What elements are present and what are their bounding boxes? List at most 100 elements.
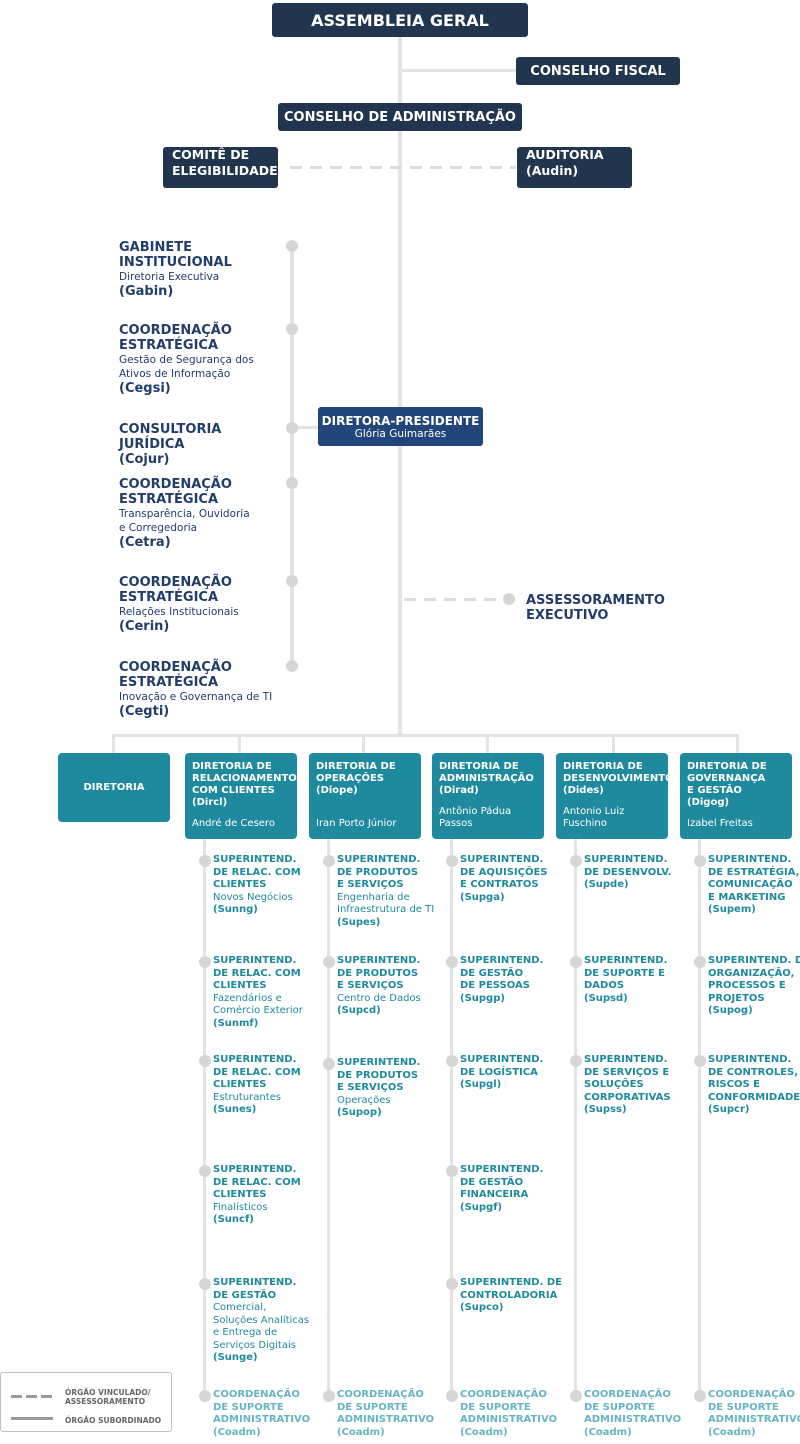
unit-dot — [570, 855, 582, 867]
column-line — [574, 839, 577, 1399]
unit-title: DE GESTÃO — [460, 967, 524, 979]
directorate-title: (Dircl) — [192, 797, 228, 808]
staff-unit-title: CONSULTORIA JURÍDICA — [119, 422, 222, 452]
conselho-fiscal-box: CONSELHO FISCAL — [516, 57, 680, 85]
unit-desc: Finalísticos — [213, 1201, 268, 1213]
staff-unit-desc: Diretoria Executiva — [119, 271, 220, 283]
coord-title: COORDENAÇÃO — [708, 1389, 795, 1400]
unit-code: (Supcd) — [337, 1005, 381, 1016]
staff-unit-title: INSTITUCIONAL — [119, 255, 232, 270]
unit-dot — [446, 1165, 458, 1177]
coord-title: ADMINISTRATIVO — [460, 1414, 558, 1425]
coord-dot — [199, 1390, 211, 1402]
directorate-person: Iran Porto Júnior — [316, 818, 397, 829]
unit-title: DE AQUISIÇÕES — [460, 866, 548, 878]
column-line — [450, 839, 453, 1399]
directorate-title: COM CLIENTES — [192, 785, 275, 796]
coord-title: DE SUPORTE — [213, 1401, 284, 1413]
unit-dot — [323, 855, 335, 867]
legend-linked-line-2: ASSESSORAMENTO — [65, 1397, 146, 1406]
unit-dot — [446, 1278, 458, 1290]
coord-title: DE SUPORTE — [708, 1401, 779, 1413]
unit-code: (Supop) — [337, 1107, 382, 1118]
unit-dot — [446, 1055, 458, 1067]
staff-unit-dot — [286, 422, 298, 434]
staff-unit-title: ESTRATÉGICA — [119, 492, 219, 507]
unit-title: DE RELAC. COM — [213, 1176, 301, 1188]
unit-title: DE PRODUTOS — [337, 1069, 419, 1081]
staff-unit-code: (Gabin) — [119, 284, 174, 299]
directorate-title: DIRETORIA DE — [563, 761, 643, 772]
staff-unit-title: COORDENAÇÃO — [119, 660, 232, 675]
unit-dot — [570, 1055, 582, 1067]
coord-dot — [323, 1390, 335, 1402]
unit-title: CLIENTES — [213, 879, 267, 890]
staff-unit-code: (Cegsi) — [119, 381, 171, 396]
assessoramento-label: ASSESSORAMENTO EXECUTIVO — [526, 593, 665, 623]
coord-title: COORDENAÇÃO — [460, 1389, 547, 1400]
directorates-horizontal-bus — [112, 734, 738, 737]
coord-title: COORDENAÇÃO — [584, 1389, 671, 1400]
unit-code: (Supde) — [584, 879, 629, 890]
directorate-title: DIRETORIA DE — [439, 761, 519, 772]
staff-unit-code: (Cetra) — [119, 535, 171, 550]
unit-title: E SERVIÇOS — [337, 980, 404, 991]
comite-elegibilidade-box: COMITÊ DE ELEGIBILIDADE — [163, 147, 278, 188]
column-line — [327, 839, 330, 1399]
unit-title: CLIENTES — [213, 980, 267, 991]
bus-drop-2 — [238, 734, 241, 754]
unit-title: ORGANIZAÇÃO, — [708, 967, 795, 979]
directorate-title: DIRETORIA DE — [192, 761, 272, 772]
unit-title: SUPERINTEND. DE — [708, 955, 800, 966]
coord-title: ADMINISTRATIVO — [708, 1414, 800, 1425]
staff-unit-desc: e Corregedoria — [119, 522, 198, 534]
coord-title: DE SUPORTE — [337, 1401, 408, 1413]
diretoria-label: DIRETORIA — [83, 782, 145, 793]
unit-title: CONTROLADORIA — [460, 1289, 558, 1301]
unit-code: (Supog) — [708, 1005, 753, 1016]
directorate-title: RELACIONAMENTO — [192, 773, 297, 784]
unit-title: DE PRODUTOS — [337, 866, 419, 878]
unit-title: DE PRODUTOS — [337, 967, 419, 979]
unit-title: DE LOGÍSTICA — [460, 1066, 538, 1078]
auditoria-box: AUDITORIA (Audin) — [517, 147, 632, 188]
unit-title: DE RELAC. COM — [213, 866, 301, 878]
unit-title: DE RELAC. COM — [213, 967, 301, 979]
unit-title: SUPERINTEND. — [213, 955, 297, 966]
unit-title: CLIENTES — [213, 1189, 267, 1200]
unit-title: SUPERINTEND. — [337, 1057, 421, 1068]
staff-unit-desc: Inovação e Governança de TI — [119, 691, 273, 703]
unit-dot — [446, 956, 458, 968]
unit-code: (Sunng) — [213, 904, 258, 915]
unit-title: SOLUÇÕES — [584, 1079, 644, 1090]
coord-dot — [694, 1390, 706, 1402]
staff-unit-title: COORDENAÇÃO — [119, 575, 232, 590]
unit-desc: Infraestrutura de TI — [337, 904, 435, 915]
legend-linked-line-1: ÓRGÃO VINCULADO/ — [65, 1388, 151, 1397]
coord-title: DE SUPORTE — [460, 1401, 531, 1413]
unit-desc: Novos Negócios — [213, 891, 293, 903]
directorate-title: OPERAÇÕES — [316, 773, 384, 784]
coord-title: ADMINISTRATIVO — [213, 1414, 311, 1425]
unit-dot — [199, 1278, 211, 1290]
staff-unit-title: COORDENAÇÃO — [119, 477, 232, 492]
unit-desc: Centro de Dados — [337, 992, 421, 1004]
unit-desc: Engenharia de — [337, 891, 410, 903]
unit-title: SUPERINTEND. — [460, 1054, 544, 1065]
conselho-administracao-box: CONSELHO DE ADMINISTRAÇÃO — [278, 103, 522, 131]
unit-desc: Estruturantes — [213, 1091, 282, 1103]
bus-drop-5 — [612, 734, 615, 754]
